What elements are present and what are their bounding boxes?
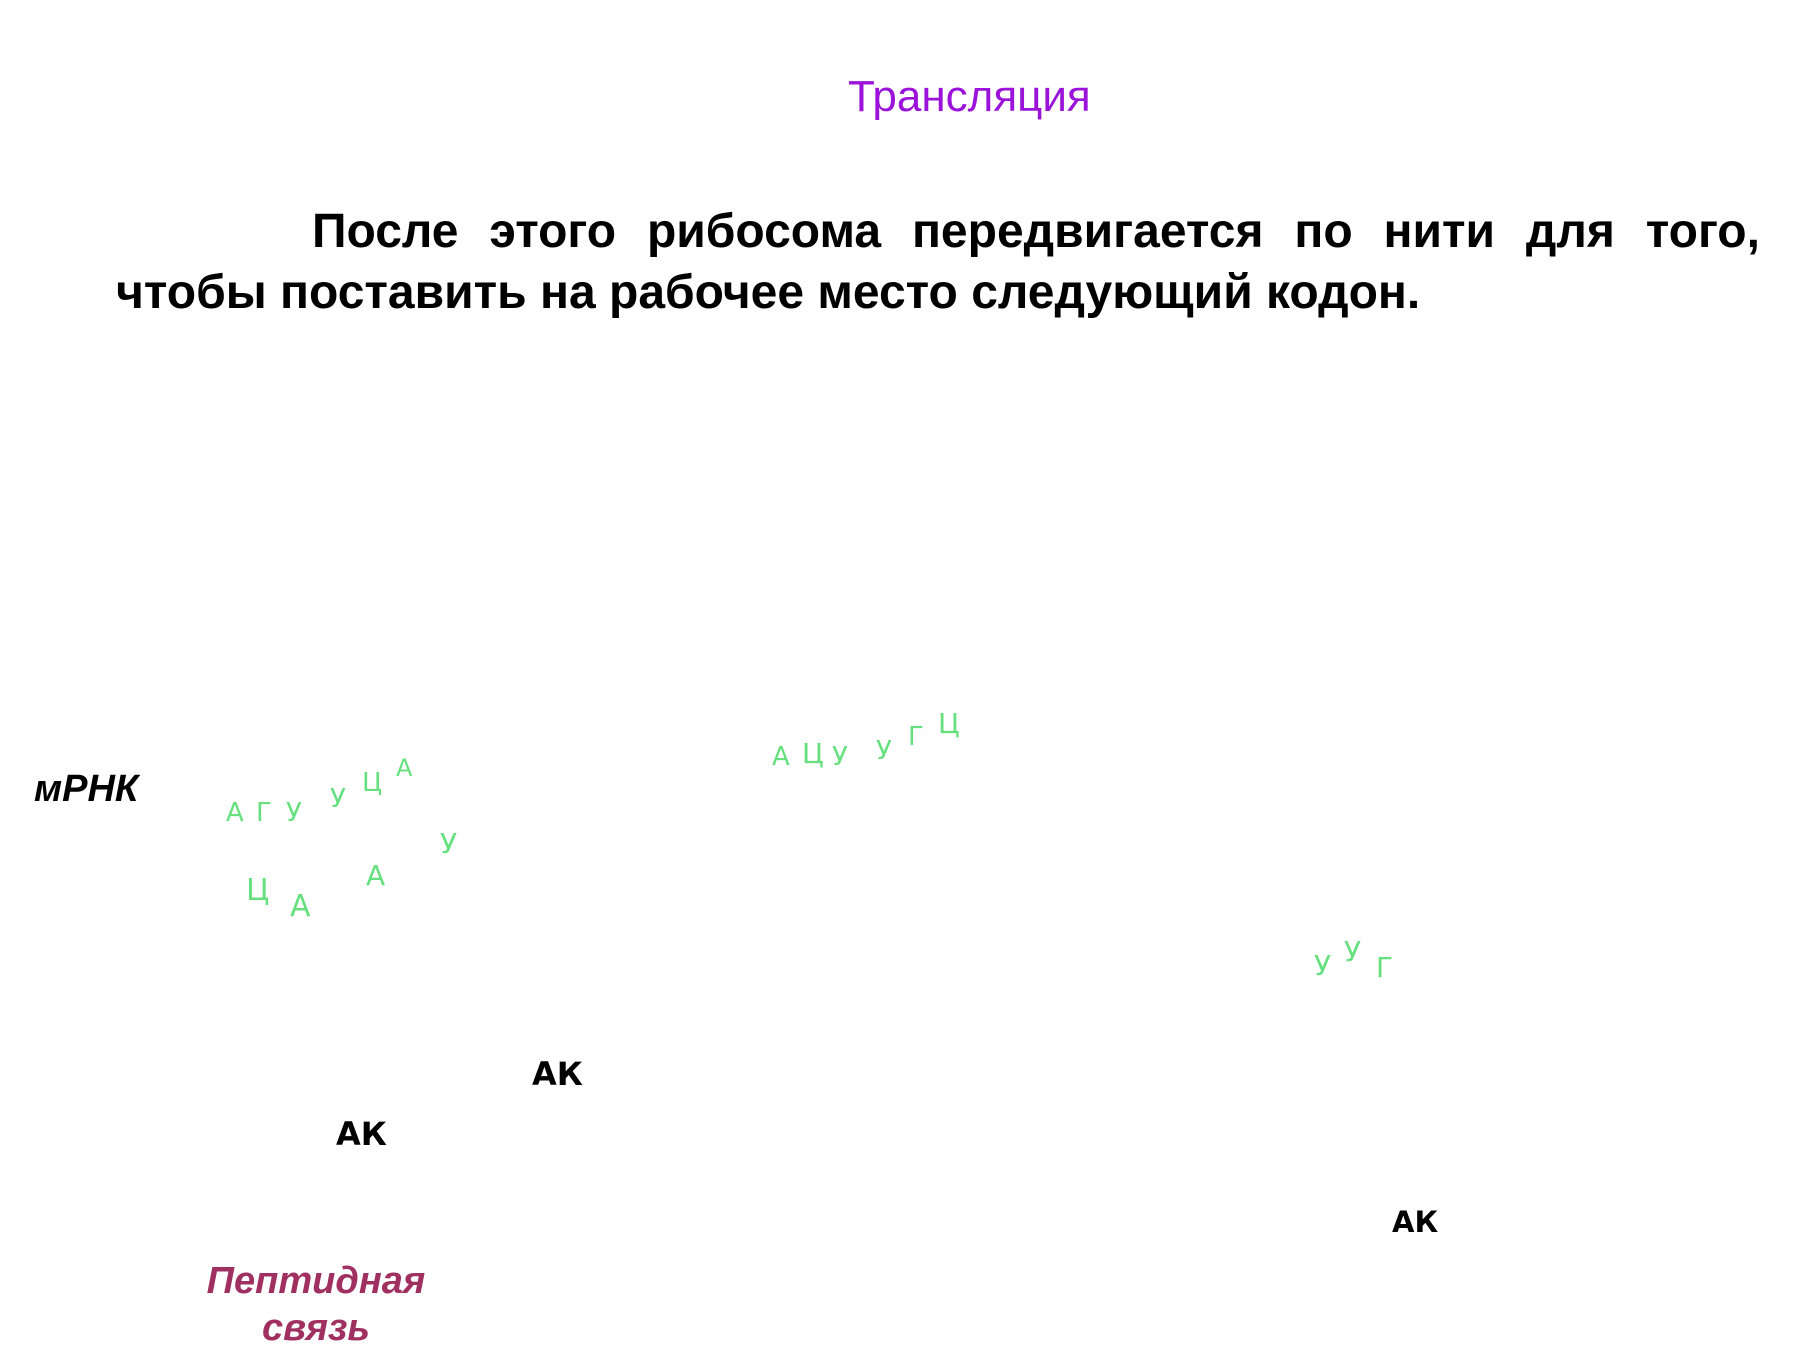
nucleotide-letter: Г — [256, 798, 272, 828]
peptide-bond-label: Пептидная связь — [196, 1258, 436, 1352]
body-text-line-1: После этого рибосома передвигается по ни… — [312, 204, 1760, 259]
word: этого — [489, 205, 617, 258]
nucleotide-letter: Г — [1376, 951, 1394, 984]
amino-acid-label: АК — [532, 1055, 583, 1093]
amino-acid-label: АК — [1392, 1205, 1439, 1239]
nucleotide-letter: У — [330, 784, 346, 814]
peptide-bond-label-line-2: связь — [262, 1307, 370, 1349]
nucleotide-letter: А — [396, 754, 413, 782]
nucleotide-letter: А — [226, 798, 244, 828]
nucleotide-letter: А — [366, 859, 386, 892]
body-text-line-2: чтобы поставить на рабочее место следующ… — [116, 266, 1421, 319]
nucleotide-letter: Ц — [938, 707, 960, 740]
word: нити — [1383, 205, 1496, 258]
amino-acid-label: АК — [336, 1115, 387, 1153]
word: для — [1525, 205, 1615, 258]
mrna-label: мРНК — [34, 768, 139, 810]
peptide-bond-label-line-1: Пептидная — [206, 1260, 426, 1302]
nucleotide-letter: У — [1344, 935, 1362, 968]
word: по — [1294, 205, 1353, 258]
nucleotide-letter: Ц — [246, 873, 270, 908]
word: После — [312, 205, 459, 258]
nucleotide-letter: Ц — [802, 737, 824, 770]
nucleotide-letter: А — [772, 742, 790, 772]
nucleotide-letter: У — [832, 742, 848, 772]
nucleotide-letter: У — [876, 736, 892, 766]
nucleotide-letter: А — [290, 889, 311, 924]
nucleotide-letter: У — [440, 827, 458, 860]
word: того, — [1645, 205, 1760, 258]
nucleotide-letter: Ц — [362, 768, 383, 798]
nucleotide-letter: У — [286, 798, 302, 828]
nucleotide-letter: У — [1314, 949, 1332, 982]
nucleotide-letter: Г — [908, 722, 924, 752]
word: рибосома — [646, 205, 882, 258]
slide-title: Трансляция — [848, 72, 1091, 121]
word: передвигается — [911, 205, 1264, 258]
